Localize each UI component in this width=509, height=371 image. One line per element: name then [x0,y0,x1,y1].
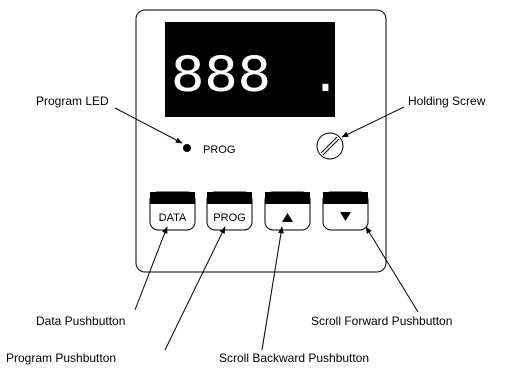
prog-indicator-label: PROG [203,144,235,156]
callout-program-led: Program LED [36,94,109,108]
data-button[interactable]: DATA [149,191,196,231]
callout-holding-screw: Holding Screw [408,94,486,108]
leader-data-pushbutton [134,226,168,311]
led-display [165,22,335,117]
leader-program-pushbutton [164,226,226,351]
callout-scroll-backward-pushbutton: Scroll Backward Pushbutton [219,351,370,365]
prog-button[interactable]: PROG [206,191,253,231]
leader-program-led [114,107,183,144]
callout-scroll-forward-pushbutton: Scroll Forward Pushbutton [311,314,453,328]
leader-scroll-forward [365,226,419,313]
scroll-down-button[interactable] [322,191,369,231]
display-digits: 888 [171,47,271,103]
leader-holding-screw [341,106,405,138]
display-decimal-point: . [311,47,340,103]
prog-button-label: PROG [213,212,245,224]
callout-data-pushbutton: Data Pushbutton [36,314,126,328]
triangle-down-icon [340,212,351,221]
triangle-up-icon [282,213,293,222]
callout-program-pushbutton: Program Pushbutton [6,351,117,365]
leader-scroll-backward [261,226,284,351]
program-led [183,144,191,152]
holding-screw-icon [316,132,344,160]
data-button-label: DATA [159,212,187,224]
scroll-up-button[interactable] [264,191,311,231]
